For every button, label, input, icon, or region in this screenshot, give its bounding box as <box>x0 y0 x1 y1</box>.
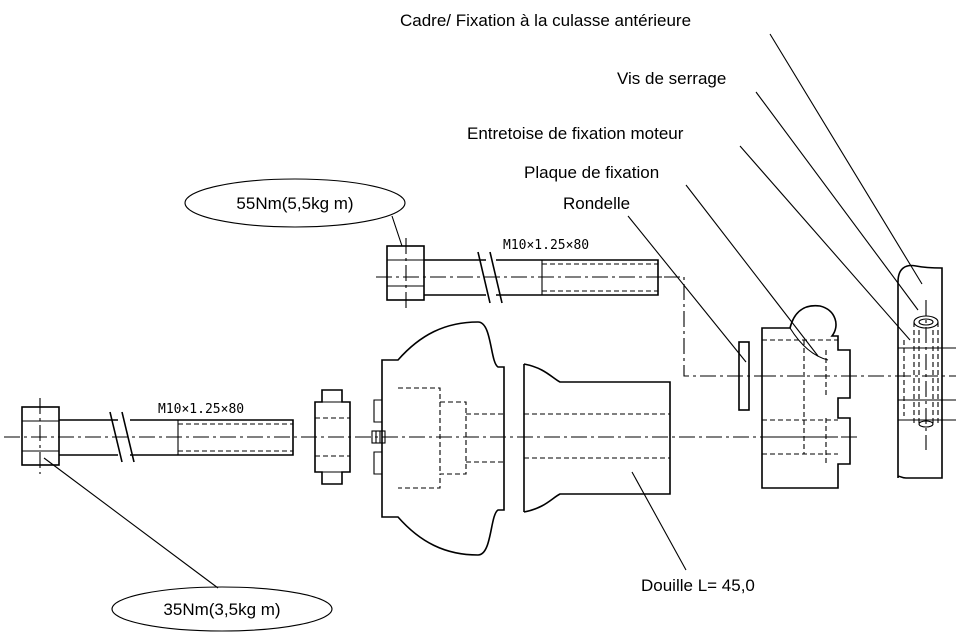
label-rondelle: Rondelle <box>563 194 630 213</box>
leader-lines <box>43 33 923 589</box>
washer-rondelle <box>738 341 750 411</box>
rubber-mount <box>371 321 505 556</box>
torque-callout-upper: 55Nm(5,5kg m) <box>184 178 406 228</box>
torque-upper-text: 55Nm(5,5kg m) <box>236 194 353 213</box>
label-plaque-de-fixation: Plaque de fixation <box>524 163 659 182</box>
mounting-plate <box>761 304 851 489</box>
torque-callout-lower: 35Nm(3,5kg m) <box>111 586 333 632</box>
frame-cadre <box>897 264 956 479</box>
small-bushing <box>314 389 351 485</box>
sleeve-douille <box>523 363 671 513</box>
label-entretoise: Entretoise de fixation moteur <box>467 124 684 143</box>
lower-bolt-spec: M10×1.25×80 <box>158 402 244 417</box>
torque-lower-text: 35Nm(3,5kg m) <box>163 600 280 619</box>
upper-bolt-spec: M10×1.25×80 <box>503 238 589 253</box>
label-vis-de-serrage: Vis de serrage <box>617 69 726 88</box>
upper-bolt <box>376 238 668 312</box>
label-douille: Douille L= 45,0 <box>641 576 755 595</box>
label-cadre: Cadre/ Fixation à la culasse antérieure <box>400 11 691 30</box>
